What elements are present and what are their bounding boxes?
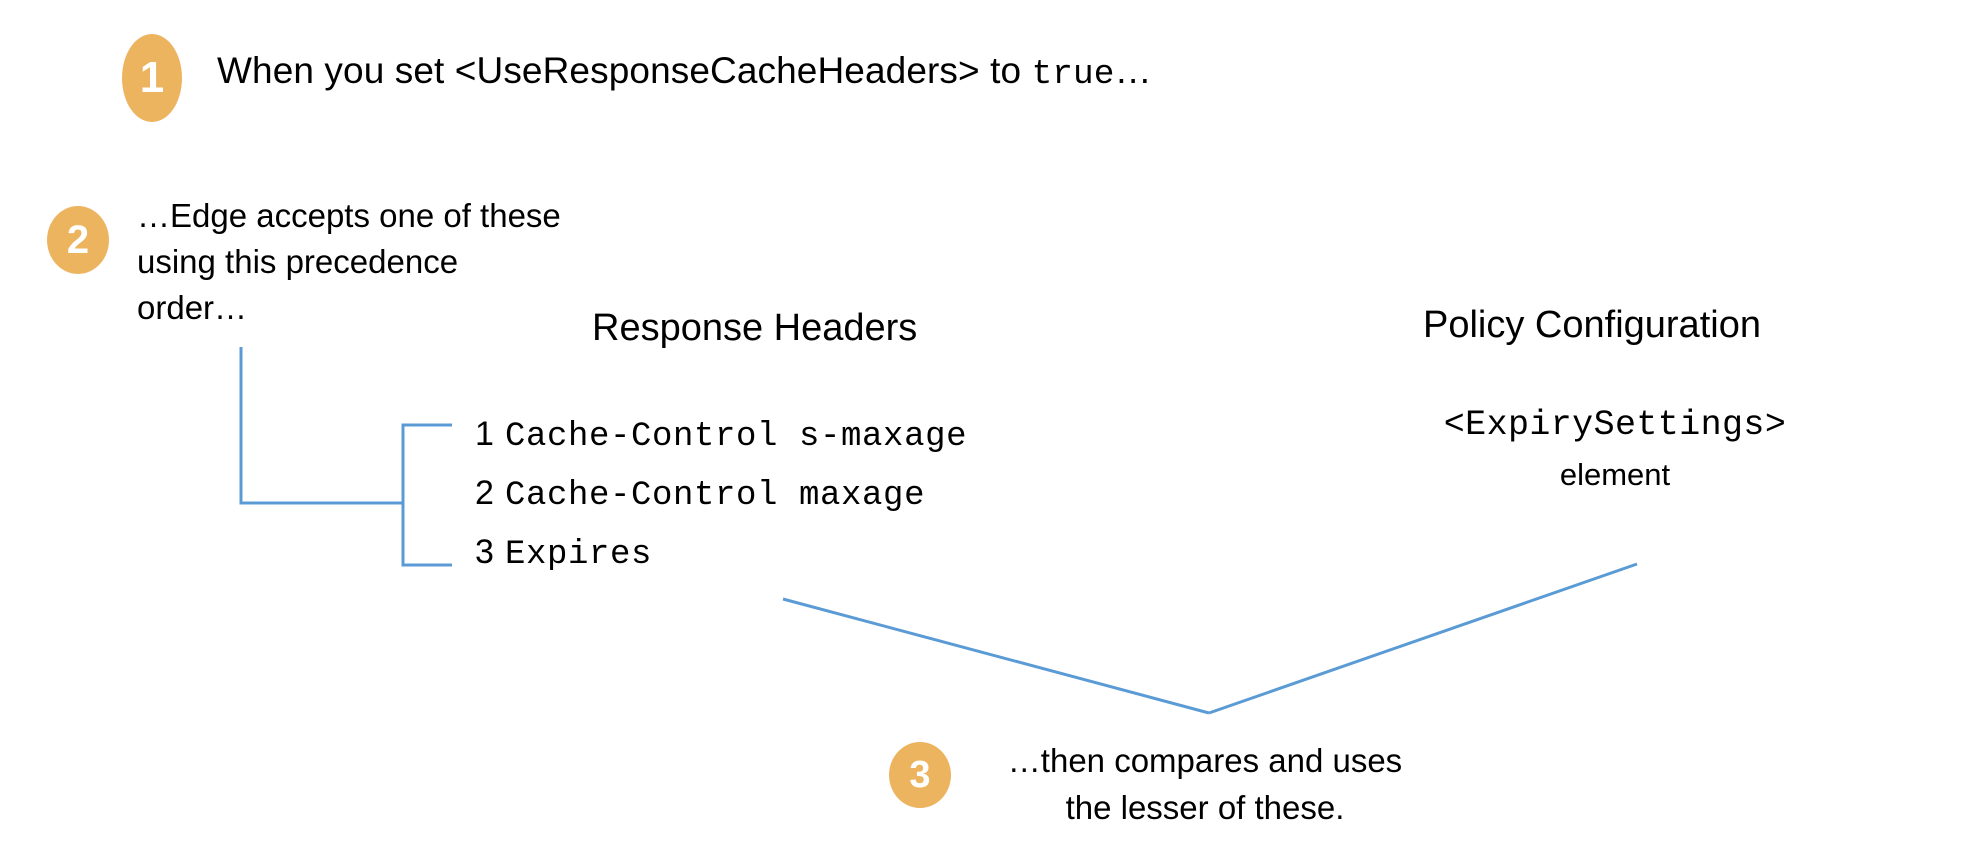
step-2-text-line-3: order… <box>137 289 248 326</box>
step-1-text-prefix: When you set <UseResponseCacheHeaders> t… <box>217 50 1032 91</box>
response-header-label-2: Cache-Control maxage <box>505 477 926 515</box>
step-3-text: …then compares and uses the lesser of th… <box>980 737 1430 831</box>
step-2-text-line-1: …Edge accepts one of these <box>137 197 561 234</box>
step2-elbow-connector <box>239 347 403 505</box>
response-header-rank-1: 1 <box>475 415 494 453</box>
step-1-badge: 1 <box>122 34 182 122</box>
policy-element-name: <ExpirySettings> <box>1443 405 1787 445</box>
response-header-rank-3: 3 <box>475 533 494 571</box>
response-headers-heading: Response Headers <box>592 307 918 349</box>
step-2-text: …Edge accepts one of these using this pr… <box>137 193 597 331</box>
response-header-label-1: Cache-Control s-maxage <box>505 418 968 456</box>
response-headers-list: 1 Cache-Control s-maxage 2 Cache-Control… <box>475 415 967 592</box>
step-3-text-line-1: …then compares and uses <box>1007 742 1403 779</box>
v-connector-right <box>1208 562 1638 715</box>
step-1-text-suffix: … <box>1114 50 1152 91</box>
response-header-rank-2: 2 <box>475 474 494 512</box>
step-1-badge-number: 1 <box>139 53 165 102</box>
response-header-label-3: Expires <box>505 536 653 574</box>
v-connector-left <box>782 597 1210 715</box>
step-2-badge: 2 <box>47 206 109 274</box>
response-header-item-3: 3 Expires <box>475 533 967 592</box>
step-1-text: When you set <UseResponseCacheHeaders> t… <box>217 50 1152 94</box>
response-header-item-1: 1 Cache-Control s-maxage <box>475 415 967 474</box>
policy-configuration-block: <ExpirySettings> element <box>1370 405 1860 493</box>
step-1-code-value: true <box>1031 55 1115 94</box>
policy-configuration-heading: Policy Configuration <box>1423 304 1761 346</box>
response-header-item-2: 2 Cache-Control maxage <box>475 474 967 533</box>
step-3-badge-number: 3 <box>909 754 931 796</box>
policy-element-word: element <box>1559 457 1671 492</box>
step-3-text-line-2: the lesser of these. <box>1065 789 1345 826</box>
step-2-text-line-2: using this precedence <box>137 243 459 280</box>
response-headers-bracket <box>401 423 452 567</box>
step-3-badge: 3 <box>889 742 951 808</box>
step-2-badge-number: 2 <box>66 218 90 262</box>
